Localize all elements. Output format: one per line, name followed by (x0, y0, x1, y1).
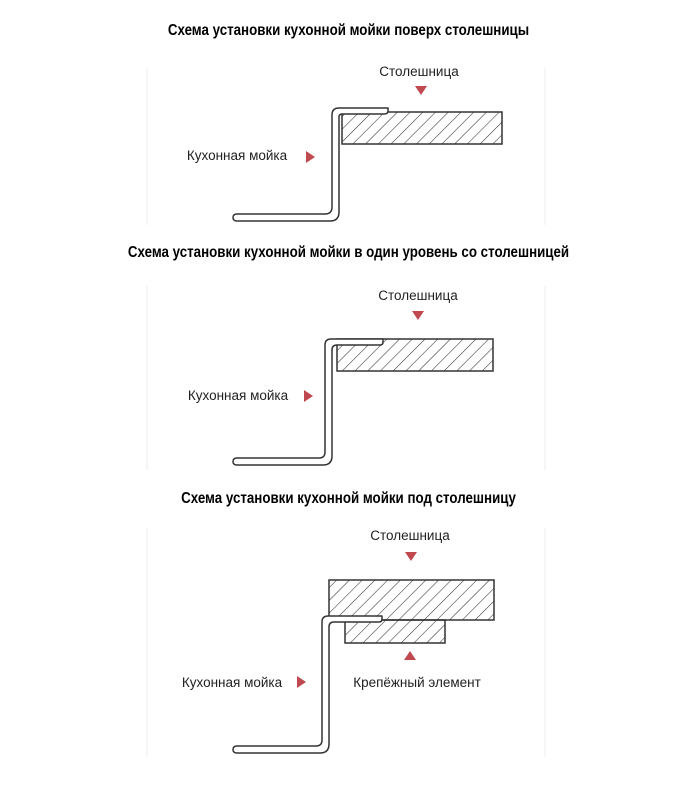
sink-label: Кухонная мойка (188, 388, 289, 403)
fastener-label: Крепёжный элемент (353, 675, 481, 690)
fastener-element (344, 619, 446, 644)
sink-wall (232, 107, 389, 222)
countertop-label: Столешница (370, 528, 450, 543)
fastener-arrow-icon (404, 651, 416, 660)
diagram-2-title: Схема установки кухонной мойки в один ур… (127, 244, 570, 261)
countertop-label: Столешница (378, 288, 458, 303)
countertop-arrow-icon (405, 552, 417, 561)
sink-label: Кухонная мойка (182, 675, 283, 690)
countertop-label: Столешница (379, 64, 459, 79)
diagram-3-title: Схема установки кухонной мойки под столе… (181, 490, 516, 507)
diagram-2: Столешница Кухонная мойка (146, 286, 546, 470)
countertop-arrow-icon (412, 311, 424, 320)
diagram-1: Столешница Кухонная мойка (146, 64, 546, 225)
sink-wall (232, 615, 383, 754)
sink-arrow-icon (304, 390, 313, 402)
countertop (341, 111, 503, 145)
countertop-arrow-icon (415, 86, 427, 95)
diagram-1-title: Схема установки кухонной мойки поверх ст… (167, 22, 530, 39)
sink-arrow-icon (306, 151, 315, 163)
diagram-3: Столешница Крепёжный элемент Кухонная мо… (146, 528, 546, 757)
sink-wall (232, 338, 384, 466)
sink-arrow-icon (297, 676, 306, 688)
sink-label: Кухонная мойка (187, 148, 288, 163)
countertop (328, 579, 495, 621)
